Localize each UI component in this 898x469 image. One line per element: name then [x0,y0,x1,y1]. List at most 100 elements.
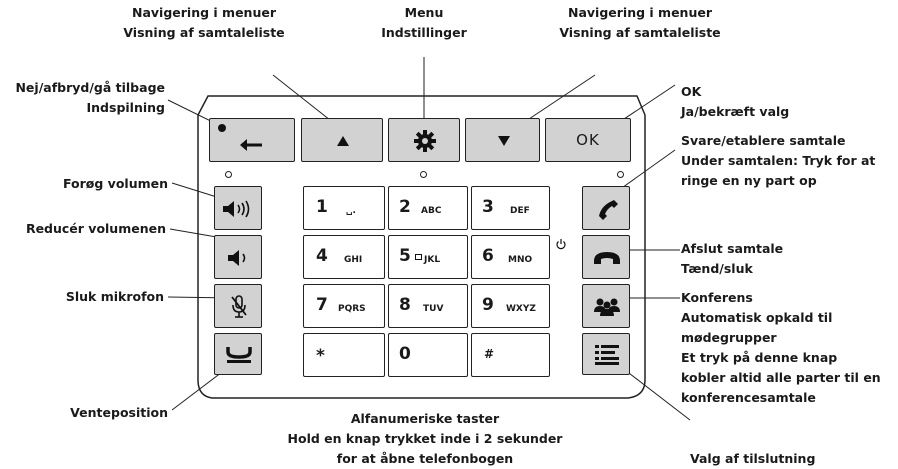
answer-button[interactable] [582,186,630,230]
hold-icon [226,347,252,363]
indicator-dot-left [225,171,232,178]
label-nav-left-line2: Visning af samtaleliste [123,25,285,40]
key-7-letters: PQRS [338,304,366,314]
key-1-digit: 1 [316,197,328,217]
key-4-letters: GHI [344,255,363,265]
key-hash-symbol: # [484,347,495,361]
key-3-letters: DEF [510,206,530,216]
label-answer-line1: Svare/etablere samtale [681,133,846,148]
up-button[interactable] [301,118,383,162]
label-ok-line1: OK [681,84,702,99]
ok-button[interactable]: OK [545,118,631,162]
indicator-dot-center [420,171,427,178]
label-alphanumeric: Alfanumeriske taster Hold en knap trykke… [265,409,585,469]
mute-microphone-icon [231,295,247,318]
key-9-letters: WXYZ [506,304,536,314]
label-end-call: Afslut samtale Tænd/sluk [681,239,783,279]
key-star-symbol: * [316,346,325,366]
key-1[interactable]: 1 ␣. [303,186,385,230]
volume-down-button[interactable] [214,235,262,279]
label-answer-line2: Under samtalen: Tryk for at [681,153,876,168]
key-6-letters: MNO [508,255,533,265]
label-mute: Sluk mikrofon [65,289,164,304]
label-conference-line2: Automatisk opkald til [681,310,833,325]
key-4[interactable]: 4 GHI [303,235,385,279]
label-alphanumeric-line2: Hold en knap trykket inde i 2 sekunder [287,431,563,446]
power-icon [556,239,566,250]
key-3[interactable]: 3 DEF [471,186,550,230]
key-6-digit: 6 [482,246,494,266]
indicator-dot-right [617,171,624,178]
label-connection: Valg af tilslutning [690,451,816,466]
label-ok: OK Ja/bekræft valg [681,82,789,122]
key-8[interactable]: 8 TUV [388,284,468,328]
label-hold: Venteposition [70,405,168,420]
key-5-digit: 5 [399,246,411,266]
label-nav-right: Navigering i menuer Visning af samtaleli… [540,3,740,43]
answer-phone-icon [599,200,618,220]
back-button[interactable] [209,118,295,162]
end-call-icon [594,252,620,264]
key-4-digit: 4 [316,246,328,266]
key-hash[interactable]: # [471,333,550,377]
key-9[interactable]: 9 WXYZ [471,284,550,328]
label-nav-left: Navigering i menuer Visning af samtaleli… [104,3,304,43]
key-7-digit: 7 [316,295,328,315]
down-arrow-icon [498,136,510,146]
key-1-letters: ␣. [346,206,356,216]
volume-up-icon [223,200,250,218]
label-volume-up: Forøg volumen [63,176,168,191]
label-nav-right-line2: Visning af samtaleliste [559,25,721,40]
label-answer-line3: ringe en ny part op [681,173,817,188]
label-back-line2: Indspilning [86,100,166,115]
gear-icon [414,130,436,152]
key-6[interactable]: 6 MNO [471,235,550,279]
label-nav-left-line1: Navigering i menuer [132,5,276,20]
key-3-digit: 3 [482,197,494,217]
label-conference: Konferens Automatisk opkald til mødegrup… [681,288,881,408]
key-2-digit: 2 [399,197,411,217]
label-alphanumeric-line3: for at åbne telefonbogen [336,451,514,466]
label-menu-line1: Menu [404,5,444,20]
key-0[interactable]: 0 [388,333,468,377]
menu-button[interactable] [388,118,460,162]
key-8-letters: TUV [423,304,444,314]
label-nav-right-line1: Navigering i menuer [568,5,712,20]
label-back-line1: Nej/afbryd/gå tilbage [15,80,165,95]
label-answer: Svare/etablere samtale Under samtalen: T… [681,131,875,191]
key-star[interactable]: * [303,333,385,377]
down-button[interactable] [465,118,540,162]
label-back: Nej/afbryd/gå tilbage Indspilning [0,78,165,118]
label-conference-line6: konferencesamtale [681,390,816,405]
up-arrow-icon [337,136,349,146]
end-call-button[interactable] [556,235,630,279]
label-menu-line2: Indstillinger [381,25,467,40]
label-end-call-line2: Tænd/sluk [681,261,753,276]
back-arrow-icon [218,124,262,151]
connection-menu-icon [595,345,619,365]
hold-button[interactable] [214,333,262,375]
label-conference-line4: Et tryk på denne knap [681,350,838,365]
conference-icon [594,298,620,316]
label-conference-line5: kobler altid alle parter til en [681,370,881,385]
key-0-digit: 0 [399,344,411,364]
key-2-letters: ABC [421,206,442,216]
label-alphanumeric-line1: Alfanumeriske taster [350,411,500,426]
key-5-letters: JKL [424,255,441,265]
key-8-digit: 8 [399,295,411,315]
key-5[interactable]: 5 JKL [388,235,468,279]
label-menu: Menu Indstillinger [364,3,484,43]
label-ok-line2: Ja/bekræft valg [681,104,790,119]
label-conference-line3: mødegrupper [681,330,777,345]
connection-button[interactable] [582,333,630,375]
conference-button[interactable] [582,284,630,328]
label-conference-line1: Konferens [681,290,753,305]
key-2[interactable]: 2 ABC [388,186,468,230]
volume-down-icon [228,250,246,266]
key-5-tactile-marker [415,254,422,260]
label-volume-down: Reducér volumenen [25,221,166,236]
mute-button[interactable] [214,284,262,328]
key-9-digit: 9 [482,295,494,315]
volume-up-button[interactable] [214,186,262,230]
key-7[interactable]: 7 PQRS [303,284,385,328]
